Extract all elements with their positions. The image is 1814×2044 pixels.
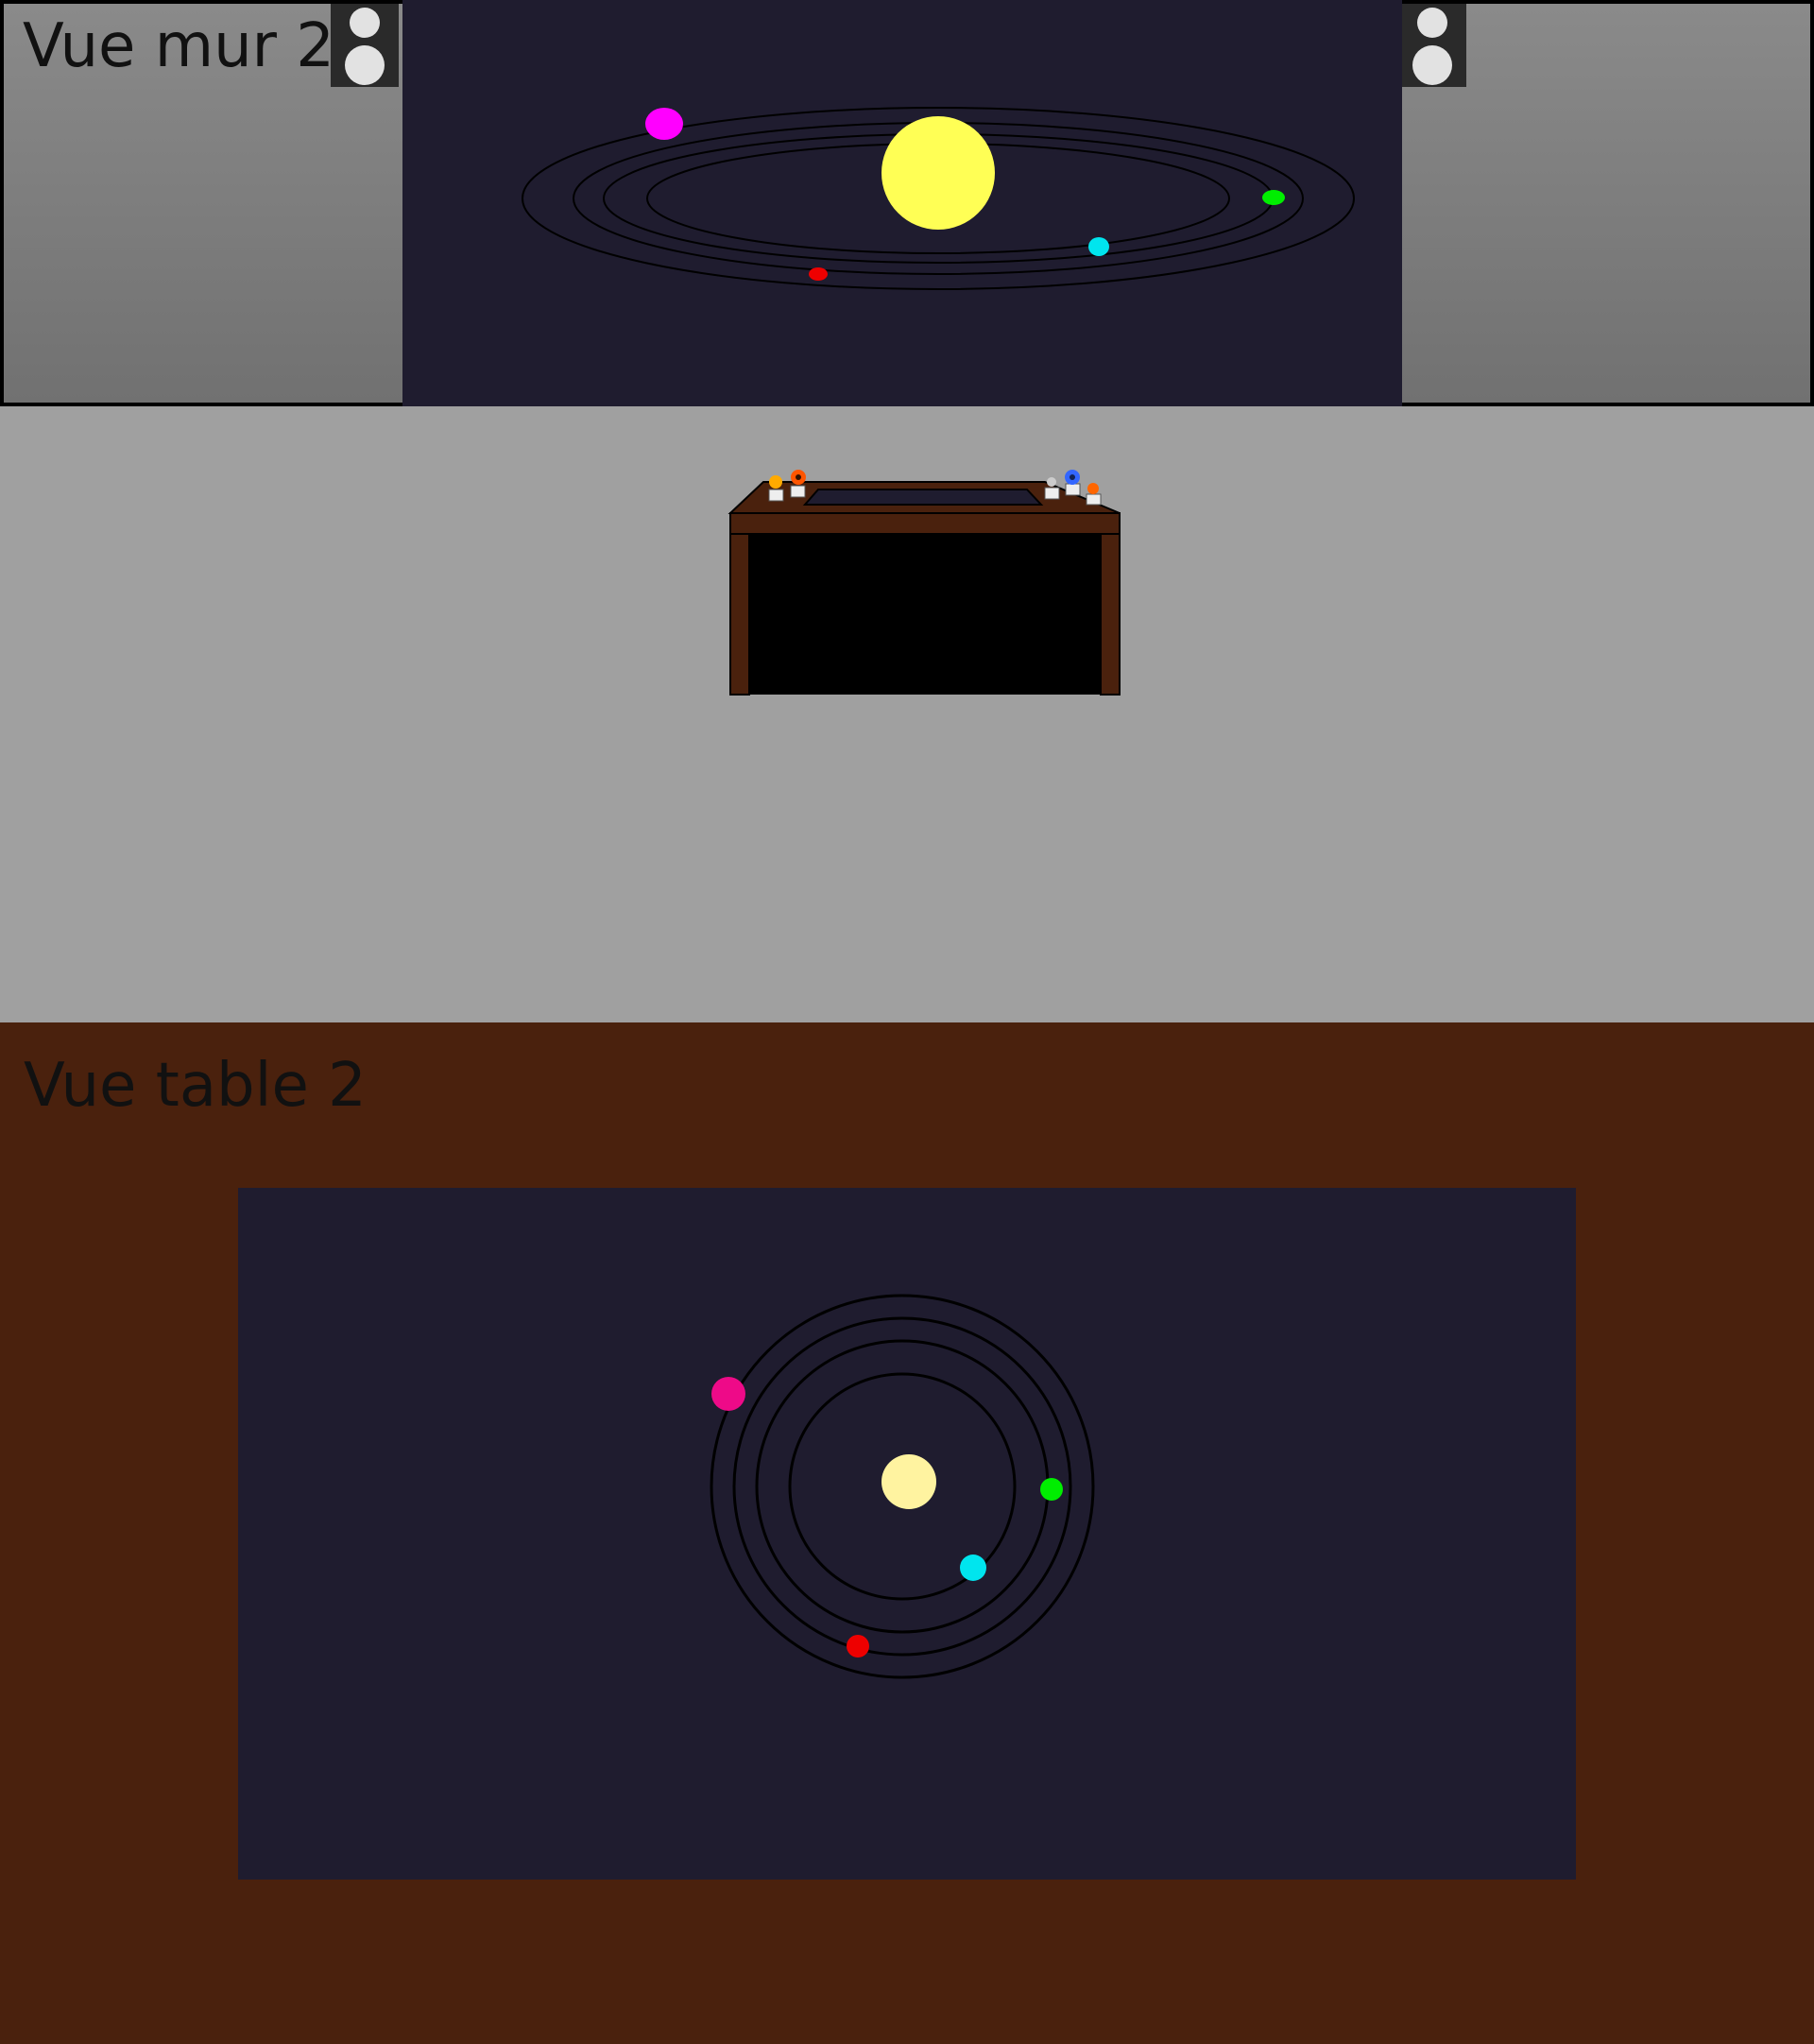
- table-edge: [729, 512, 1121, 535]
- yellow-flower: [768, 475, 784, 502]
- table-solar-system: [710, 1294, 1095, 1679]
- table-underside: [749, 534, 1101, 695]
- speaker-tweeter: [1417, 8, 1447, 38]
- orbit-ring: [710, 1294, 1095, 1679]
- table-illustration: [727, 470, 1121, 696]
- small-orange-flower: [1086, 483, 1102, 506]
- wall-projection-screen: [402, 0, 1402, 406]
- speaker-woofer: [1412, 45, 1452, 85]
- right-speaker-icon: [1398, 4, 1466, 87]
- table-leg-right: [1100, 533, 1121, 696]
- cyan-planet: [960, 1554, 986, 1581]
- table-view-title: Vue table 2: [24, 1051, 367, 1121]
- sun: [881, 116, 995, 230]
- left-speaker-icon: [331, 4, 399, 87]
- white-flower: [1044, 477, 1060, 500]
- cyan-planet: [1088, 237, 1109, 256]
- wall-solar-system: [522, 107, 1355, 290]
- orbit-ring: [732, 1316, 1072, 1657]
- table-leg-left: [729, 533, 750, 696]
- orbit-ring: [788, 1372, 1017, 1601]
- green-planet: [1040, 1478, 1063, 1501]
- speaker-tweeter: [350, 8, 380, 38]
- pink-planet: [711, 1377, 745, 1411]
- tabletop-screen: [802, 489, 1044, 506]
- table-projection-screen: [238, 1188, 1576, 1880]
- blue-flower: [1065, 470, 1081, 496]
- speaker-woofer: [345, 45, 385, 85]
- wall-view-title: Vue mur 2: [23, 11, 334, 81]
- room-floor: [0, 406, 1814, 1022]
- magenta-planet: [645, 108, 683, 140]
- wall-view-panel: Vue mur 2: [0, 0, 1814, 406]
- table-view-panel: Vue table 2: [0, 1022, 1814, 2044]
- orange-flower: [790, 470, 806, 498]
- red-planet: [847, 1635, 869, 1658]
- orbit-ring: [522, 107, 1355, 290]
- red-planet: [809, 267, 828, 281]
- sun: [881, 1454, 936, 1509]
- green-planet: [1262, 190, 1285, 205]
